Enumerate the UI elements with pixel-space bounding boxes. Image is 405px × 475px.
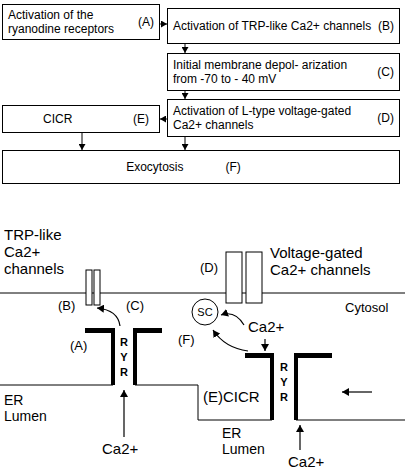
receptor-letter: R [280, 391, 288, 404]
step-letter: (C) [126, 298, 144, 313]
process-box: CICR (E) [2, 105, 160, 133]
step-letter: (C) [373, 65, 394, 79]
node-text: CICR [43, 112, 72, 126]
channel-label: TRP-like Ca2+ channels [4, 226, 78, 277]
step-letter: (F) [178, 332, 195, 347]
region-label: Cytosol [345, 300, 388, 315]
flow-arrow [160, 24, 167, 25]
step-letter: (D) [373, 111, 394, 125]
receptor-letter: R [280, 361, 288, 374]
flow-arrow [82, 133, 83, 150]
node-text: Initial membrane depol- arization from -… [173, 58, 373, 86]
node-text: Activation of the ryanodine receptors [8, 8, 134, 36]
step-letter: (B) [58, 298, 75, 313]
process-box: Activation of the ryanodine receptors(A) [2, 4, 160, 40]
flow-arrow [185, 137, 186, 150]
process-box: Initial membrane depol- arization from -… [167, 53, 400, 91]
process-box: Exocytosis (F) [2, 150, 400, 184]
process-box: Activation of L-type voltage-gated Ca2+ … [167, 99, 400, 137]
ion-label: Ca2+ [248, 318, 284, 335]
receptor-letter: R [120, 336, 128, 349]
ion-label: Ca2+ [102, 440, 138, 457]
step-letter: (F) [226, 160, 241, 174]
process-label: (E)CICR [203, 388, 260, 405]
step-letter: (D) [200, 260, 218, 275]
ion-label: Ca2+ [288, 453, 324, 470]
step-letter: (E) [133, 112, 149, 126]
flow-arrow [160, 119, 167, 120]
step-letter: (B) [374, 19, 394, 33]
node-text: Activation of L-type voltage-gated Ca2+ … [173, 104, 373, 132]
process-box: Activation of TRP-like Ca2+ channels(B) [167, 8, 400, 44]
receptor-letter: R [120, 366, 128, 379]
node-text: Activation of TRP-like Ca2+ channels [173, 19, 374, 33]
receptor-letter: Y [120, 351, 127, 364]
vesicle-circle: SC [191, 298, 219, 326]
step-letter: (A) [134, 15, 154, 29]
region-label: ER Lumen [4, 392, 54, 424]
node-text: SC [197, 305, 212, 319]
step-letter: (A) [70, 338, 87, 353]
channel-label: Voltage-gated Ca2+ channels [270, 244, 382, 278]
region-label: ER Lumen [222, 425, 272, 457]
node-text: Exocytosis [126, 160, 183, 174]
flow-arrow [185, 91, 186, 99]
receptor-letter: Y [280, 376, 287, 389]
flow-arrow [185, 44, 186, 53]
